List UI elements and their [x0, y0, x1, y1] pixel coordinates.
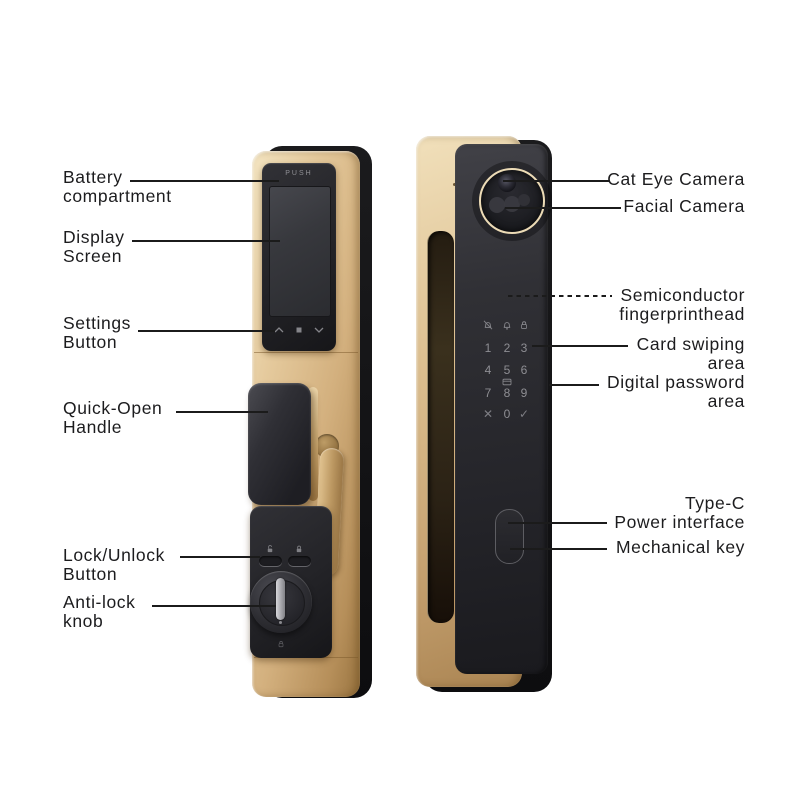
card-callout-line: [532, 345, 628, 347]
push-label: PUSH: [285, 170, 313, 177]
fingerprint-callout-line: [508, 295, 612, 297]
small-lock-icon: [277, 640, 285, 648]
callout-label-type-c: Type-C Power interface: [614, 494, 745, 532]
anti-lock-callout-line: [152, 605, 276, 607]
label-line: area: [707, 353, 745, 373]
chevron-up-icon: [274, 327, 285, 334]
unlock-button: [259, 556, 282, 566]
callout-label-battery: Battery compartment: [63, 168, 172, 206]
label-line: compartment: [63, 186, 172, 206]
label-line: Power interface: [614, 512, 745, 532]
handle-gold-rim: [308, 387, 318, 501]
callout-label-anti-lock: Anti-lock knob: [63, 593, 136, 631]
handle-callout-line: [176, 411, 268, 413]
label-line: Quick-Open: [63, 398, 163, 418]
keypad-key-5: 5: [503, 363, 511, 377]
mechanical-key-callout-line: [510, 548, 607, 550]
label-line: Handle: [63, 417, 123, 437]
display-callout-line: [132, 240, 280, 242]
chevron-down-icon: [314, 327, 325, 334]
label-line: knob: [63, 611, 104, 631]
facial-camera-sensor-1: [489, 197, 505, 213]
mic-hole: [453, 183, 456, 186]
menu-square-icon: [296, 327, 302, 333]
lock-unlock-callout-line: [180, 556, 260, 558]
callout-label-lock-unlock: Lock/Unlock Button: [63, 546, 165, 584]
side-recess: [427, 231, 454, 623]
callout-label-password: Digital password area: [607, 373, 745, 411]
keypad-key-6: 6: [520, 363, 528, 377]
cat-eye-callout-line: [503, 180, 609, 182]
lock-icon: [295, 545, 304, 554]
label-line: Semiconductor: [620, 285, 745, 305]
label-line: Screen: [63, 246, 123, 266]
facial-callout-line: [505, 207, 621, 209]
keypad-key-9: 9: [520, 386, 528, 400]
keypad-key-1: 1: [484, 341, 492, 355]
keypad-key-confirm: ✓: [518, 407, 530, 421]
quick-open-handle: [248, 383, 311, 505]
keypad-key-8: 8: [503, 386, 511, 400]
label-line: Lock/Unlock: [63, 545, 165, 565]
type-c-callout-line: [508, 522, 607, 524]
cat-eye-camera-lens: [498, 174, 516, 192]
keypad-key-4: 4: [484, 363, 492, 377]
label-line: Card swiping: [636, 334, 745, 354]
callout-label-settings: Settings Button: [63, 314, 131, 352]
callout-label-card: Card swiping area: [637, 335, 745, 373]
unlock-icon: [266, 545, 275, 554]
label-line: Cat Eye Camera: [607, 169, 745, 189]
label-line: Button: [63, 564, 118, 584]
label-line: Button: [63, 332, 118, 352]
label-line: Settings: [63, 313, 132, 333]
label-line: area: [707, 391, 745, 411]
callout-label-cat-eye: Cat Eye Camera: [607, 170, 745, 189]
label-line: Facial Camera: [623, 196, 745, 216]
label-line: fingerprinthead: [619, 304, 745, 324]
label-line: Battery: [63, 167, 123, 187]
card-swipe-icon: [502, 378, 512, 386]
settings-callout-line: [138, 330, 275, 332]
callout-label-facial: Facial Camera: [623, 197, 745, 216]
keypad-lock-icon: [519, 320, 529, 330]
keypad-key-2: 2: [503, 341, 511, 355]
doorbell-icon: [502, 320, 513, 331]
label-line: Digital password: [607, 372, 745, 392]
keypad-key-3: 3: [520, 341, 528, 355]
gold-seam-top: [254, 352, 358, 353]
callout-label-fingerprint: Semiconductor fingerprinthead: [619, 286, 745, 324]
keypad-key-7: 7: [484, 386, 492, 400]
keypad-key-0: 0: [503, 407, 511, 421]
label-line: Display: [63, 227, 125, 247]
facial-camera-sensor-3: [518, 194, 530, 206]
mute-bell-icon: [483, 320, 494, 331]
password-callout-line: [549, 384, 599, 386]
lock-button: [288, 556, 311, 566]
key-port-cover: [495, 509, 524, 564]
callout-label-display: Display Screen: [63, 228, 125, 266]
display-screen: [269, 186, 331, 317]
knob-index-dot: [279, 621, 282, 624]
callout-label-handle: Quick-Open Handle: [63, 399, 162, 437]
label-line: Anti-lock: [63, 592, 136, 612]
label-line: Mechanical key: [615, 537, 745, 557]
label-line: Type-C: [684, 493, 745, 513]
callout-label-mechanical: Mechanical key: [616, 538, 745, 557]
keypad-key-cancel: ✕: [482, 407, 494, 421]
battery-callout-line: [130, 180, 279, 182]
knob-slot: [276, 578, 285, 620]
